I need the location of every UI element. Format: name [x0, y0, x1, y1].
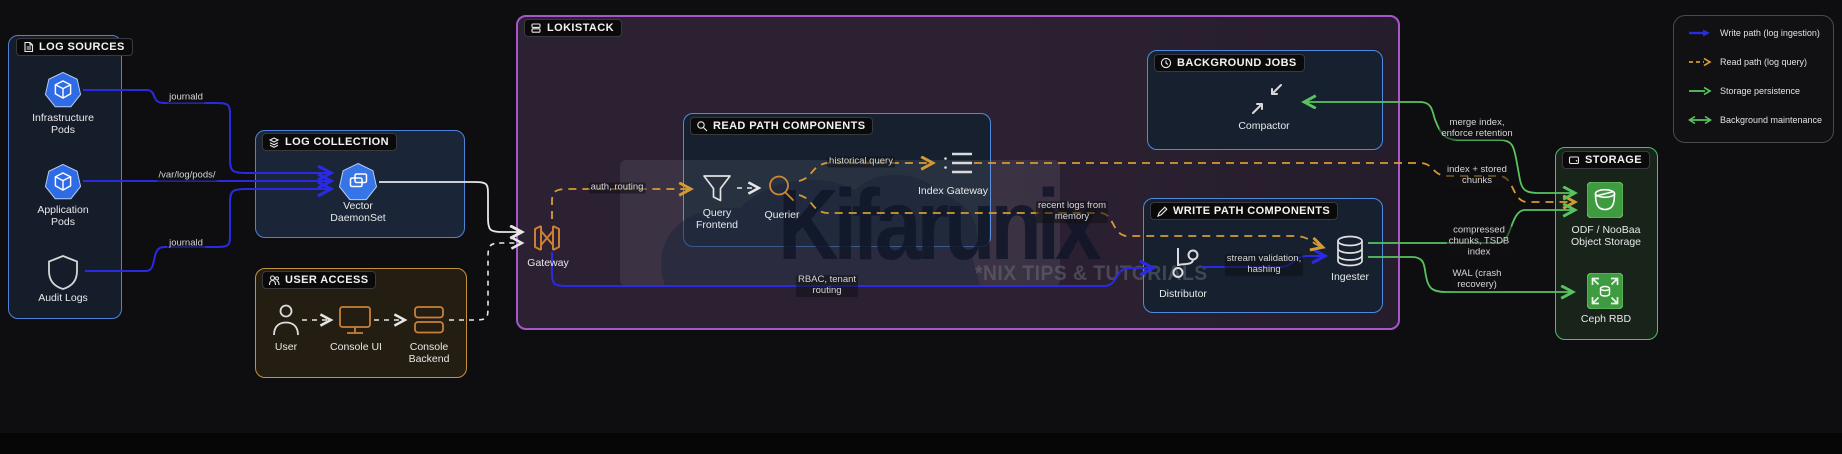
node-label-querier: Querier [764, 209, 800, 221]
object-storage-bucket-icon [1587, 182, 1623, 218]
node-label-query-frontend: Query Frontend [695, 207, 739, 232]
pencil-icon [1157, 206, 1168, 217]
edge-label-stream-validation: stream validation, hashing [1224, 253, 1304, 276]
double-arrow-icon [1688, 115, 1712, 125]
legend-item-storage-persistence: Storage persistence [1688, 84, 1800, 98]
lokistack-title: LOKISTACK [524, 19, 622, 37]
write-path-arrow-icon [1689, 29, 1710, 37]
edge-label-journald-bottom: journald [167, 237, 205, 250]
edge-label-var-log-pods: /var/log/pods/ [156, 169, 218, 182]
storage-title: STORAGE [1562, 151, 1650, 169]
node-label-console-backend: Console Backend [408, 341, 450, 366]
edge-label-compressed-chunks: compressed chunks, TSDB index [1446, 224, 1512, 259]
node-label-console-ui: Console UI [330, 341, 382, 353]
edge-label-rbac-routing: RBAC, tenant routing [795, 274, 859, 297]
edge-label-auth-routing: auth, routing [588, 181, 646, 194]
edge-label-historical-query: historical query [827, 155, 895, 168]
magnifier-icon [697, 121, 708, 132]
drive-icon [1568, 156, 1580, 165]
monitor-icon [339, 306, 371, 334]
write-path-title: WRITE PATH COMPONENTS [1150, 202, 1339, 220]
node-label-gateway: Gateway [527, 257, 569, 269]
legend-item-write-path: Write path (log ingestion) [1688, 26, 1820, 40]
ceph-rbd-expand-icon [1587, 273, 1623, 309]
compactor-compress-icon [1252, 84, 1282, 114]
legend-item-read-path: Read path (log query) [1688, 55, 1807, 69]
document-icon [24, 41, 34, 53]
node-label-ceph: Ceph RBD [1580, 313, 1632, 325]
node-label-index-gateway: Index Gateway [917, 185, 989, 197]
edge-label-merge-index: merge index, enforce retention [1439, 117, 1515, 140]
server-stack-icon [531, 23, 541, 33]
user-icon [273, 304, 299, 336]
node-label-distributor: Distributor [1159, 288, 1207, 300]
legend-box [1673, 15, 1834, 143]
funnel-icon [703, 175, 731, 202]
distributor-branch-icon [1172, 248, 1199, 278]
read-path-title: READ PATH COMPONENTS [690, 117, 874, 135]
querier-magnifier-icon [769, 175, 794, 201]
edge-label-journald-top: journald [167, 91, 205, 104]
bottom-strip [0, 433, 1842, 454]
log-collection-title: LOG COLLECTION [262, 133, 397, 151]
edge-label-wal: WAL (crash recovery) [1450, 268, 1504, 291]
kubernetes-pod-icon [44, 163, 82, 200]
node-label-audit-logs: Audit Logs [38, 292, 88, 304]
shield-icon [48, 255, 78, 290]
database-cylinder-icon [1337, 235, 1363, 267]
index-list-icon [944, 152, 972, 174]
gateway-icon [534, 225, 560, 251]
background-jobs-title: BACKGROUND JOBS [1154, 54, 1305, 72]
node-label-odf: ODF / NooBaa Object Storage [1570, 224, 1642, 249]
people-icon [268, 275, 280, 286]
edge-label-index-chunks: index + stored chunks [1445, 164, 1509, 187]
vector-daemonset-icon [338, 162, 378, 201]
backend-server-icon [414, 306, 444, 334]
edge-label-recent-logs: recent logs from memory [1035, 200, 1109, 223]
kubernetes-pod-icon [44, 71, 82, 108]
storage-arrow-icon [1689, 86, 1712, 96]
node-label-compactor: Compactor [1238, 120, 1290, 132]
node-label-infrastructure-pods: Infrastructure Pods [32, 112, 94, 137]
node-label-application-pods: Application Pods [37, 204, 89, 229]
clock-icon [1160, 57, 1172, 69]
legend-item-background-maintenance: Background maintenance [1688, 113, 1822, 127]
node-label-vector: Vector DaemonSet [330, 200, 386, 225]
node-label-ingester: Ingester [1331, 271, 1369, 283]
layers-icon [268, 137, 280, 148]
node-label-user: User [274, 341, 298, 353]
log-sources-title: LOG SOURCES [16, 38, 133, 56]
read-path-arrow-icon [1689, 57, 1712, 67]
user-access-title: USER ACCESS [262, 271, 377, 289]
